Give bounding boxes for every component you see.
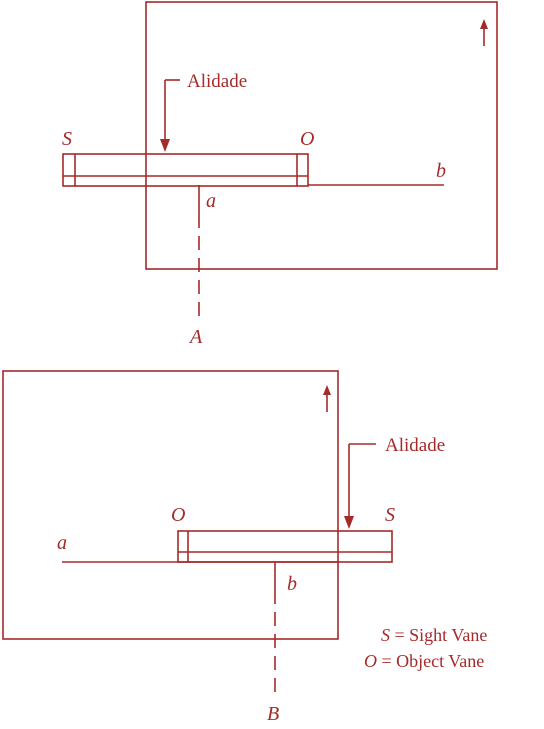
legend-sight-vane: S = Sight Vane <box>381 625 487 645</box>
top-sight-vane-label: S <box>62 128 72 150</box>
top-alidade-callout <box>160 79 180 152</box>
legend-object-text: = Object Vane <box>377 651 484 671</box>
bottom-figure: Alidade O S a b B <box>2 370 445 725</box>
top-point-a-label: a <box>206 190 216 212</box>
bottom-north-arrow-icon <box>323 385 331 412</box>
top-object-vane-label: O <box>300 128 314 150</box>
legend: S = Sight Vane O = Object Vane <box>364 625 487 671</box>
bottom-station-label: B <box>267 703 279 725</box>
top-station-label: A <box>188 326 203 348</box>
bottom-point-a-label: a <box>57 532 67 554</box>
bottom-alidade <box>177 530 393 563</box>
bottom-object-vane-label: O <box>171 504 185 526</box>
bottom-plane-table-board <box>2 370 339 640</box>
top-figure: Alidade S O b a A <box>62 1 498 348</box>
legend-object-vane: O = Object Vane <box>364 651 484 671</box>
legend-sight-text: = Sight Vane <box>390 625 487 645</box>
top-point-b-label: b <box>436 160 446 182</box>
top-alidade-label: Alidade <box>187 71 247 92</box>
top-alidade <box>62 153 309 187</box>
bottom-sight-vane-label: S <box>385 504 395 526</box>
legend-object-letter: O <box>364 651 377 671</box>
legend-sight-letter: S <box>381 625 390 645</box>
top-north-arrow-icon <box>480 19 488 46</box>
bottom-alidade-callout <box>344 443 376 529</box>
bottom-alidade-label: Alidade <box>385 435 445 456</box>
bottom-point-b-label: b <box>287 573 297 595</box>
top-plane-table-board <box>145 1 498 270</box>
